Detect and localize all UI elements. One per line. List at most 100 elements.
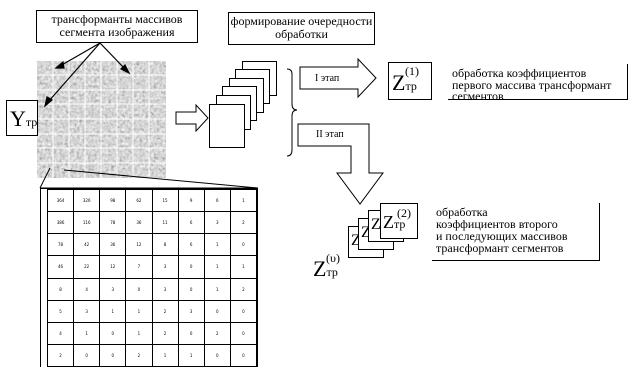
- stage2-arrow: [297, 123, 384, 205]
- y-tr-symbol: Yтр: [10, 106, 38, 131]
- table-cell: 1: [203, 233, 231, 257]
- table-cell: 6: [203, 188, 231, 213]
- stage1-arrow: [299, 57, 377, 99]
- table-cell: 0: [177, 321, 205, 345]
- table-cell: 9: [177, 188, 205, 213]
- table-cell: 1: [151, 343, 179, 367]
- table-cell: 11: [151, 211, 179, 235]
- stage2-desc-line4: трансформант сегментов: [436, 241, 564, 255]
- z1-box: [388, 62, 432, 100]
- table-cell: 2: [151, 299, 179, 323]
- order-formation-label: формирование очередности обработки: [230, 14, 373, 41]
- table-cell: 4: [73, 277, 101, 301]
- table-cell: 2: [125, 343, 153, 367]
- table-cell: 15: [151, 188, 179, 213]
- table-cell: 0: [177, 255, 205, 279]
- table-cell: 7: [125, 255, 153, 279]
- stack-square-0: [209, 104, 245, 148]
- table-cell: 0: [125, 277, 153, 301]
- table-cell: 0: [99, 343, 127, 367]
- table-cell: 386: [46, 211, 75, 235]
- table-cell: 2: [151, 321, 179, 345]
- image-grid-lines: [37, 61, 166, 178]
- table-cell: 3: [99, 277, 127, 301]
- transform-arrays-label: трансформанты массивов сегмента изображе…: [51, 12, 183, 39]
- table-cell: 3: [151, 277, 179, 301]
- z-stack-symbol-3: Z: [351, 232, 361, 249]
- table-cell: 116: [73, 211, 101, 235]
- table-cell: 0: [177, 277, 205, 301]
- order-formation-label-box: [228, 12, 375, 45]
- table-cell: 12: [99, 255, 127, 279]
- pointer-arrows: [44, 42, 131, 108]
- z2-symbol: Zтр: [383, 212, 406, 232]
- table-cell: 12: [125, 233, 153, 257]
- table-cell: 78: [99, 211, 127, 235]
- table-cell: 3: [203, 211, 231, 235]
- stage1-label: I этап: [315, 73, 340, 84]
- table-cell: 0: [73, 343, 101, 367]
- table-cell: 62: [125, 188, 153, 213]
- stage2-desc-line2: коэффициентов второго: [436, 217, 558, 231]
- table-cell: 364: [46, 188, 75, 213]
- table-cell: 0: [229, 233, 258, 257]
- table-cell: 22: [73, 255, 101, 279]
- z2-box: [380, 203, 418, 239]
- table-cell: 1: [177, 343, 205, 367]
- transform-arrays-label-box: [36, 10, 198, 43]
- z2-superscript: (2): [397, 206, 411, 220]
- table-cell: 98: [99, 188, 127, 213]
- table-cell: 0: [229, 299, 258, 323]
- table-cell: 2: [229, 211, 258, 235]
- table-cell: 2: [46, 343, 75, 367]
- table-cell: 2: [229, 277, 258, 301]
- stage2-desc-line1: обработка: [436, 205, 488, 219]
- table-cell: 0: [203, 343, 231, 367]
- table-cell: 36: [99, 233, 127, 257]
- table-cell: 8: [151, 233, 179, 257]
- table-cell: 0: [99, 321, 127, 345]
- table-cell: 1: [125, 299, 153, 323]
- z-stack-symbol-1: Z: [371, 216, 381, 233]
- table-cell: 5: [46, 299, 75, 323]
- table-cell: 0: [229, 321, 258, 345]
- table-cell: 326: [73, 188, 101, 213]
- table-cell: 78: [46, 233, 75, 257]
- stage1-desc-box: [448, 64, 628, 100]
- stage1-desc-line3: сегментов: [452, 89, 504, 103]
- table-cell: 36: [125, 211, 153, 235]
- z1-symbol: Zтр: [392, 70, 417, 95]
- stage2-desc-line3: и последующих массивов: [436, 229, 568, 243]
- stage2-label: II этап: [316, 129, 344, 140]
- table-cell: 1: [73, 321, 101, 345]
- table-cell: 3: [177, 299, 205, 323]
- stage1-desc-line2: первого массива трансформант: [452, 78, 612, 92]
- z1-superscript: (1): [405, 64, 419, 78]
- table-cell: 6: [177, 233, 205, 257]
- table-cell: 8: [46, 277, 75, 301]
- y-tr-box: [6, 100, 38, 136]
- table-cell: 1: [125, 321, 153, 345]
- table-cell: 3: [73, 299, 101, 323]
- table-cell: 1: [229, 188, 258, 213]
- table-cell: 46: [46, 255, 75, 279]
- stage1-desc-line1: обработка коэффициентов: [452, 66, 587, 80]
- table-cell: 3: [151, 255, 179, 279]
- table-cell: 4: [46, 321, 75, 345]
- table-cell: 1: [229, 255, 258, 279]
- table-cell: 1: [203, 255, 231, 279]
- z-stack-symbol-2: Z: [361, 224, 371, 241]
- stage2-desc-box: [432, 203, 600, 261]
- table-cell: 6: [177, 211, 205, 235]
- zv-symbol: Zтр: [313, 256, 338, 281]
- arrow-to-stack: [175, 103, 209, 133]
